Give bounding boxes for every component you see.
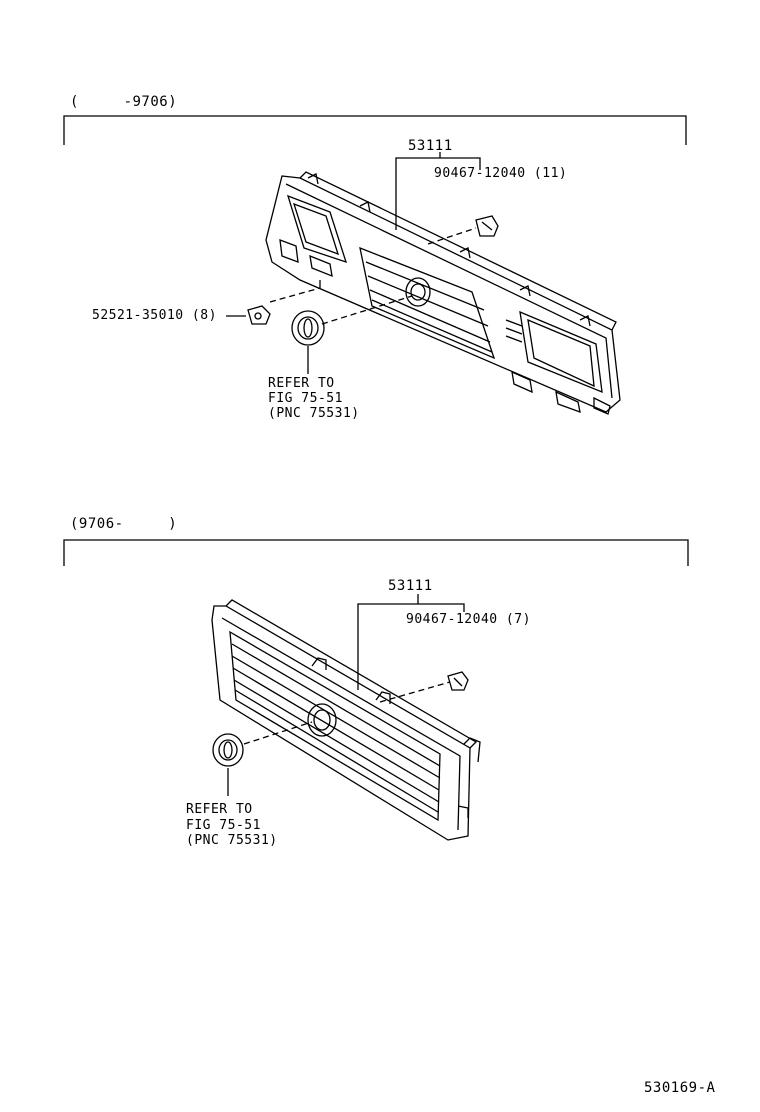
bottom-part-grille-label: 53111 [388,578,433,594]
bottom-range-label: (9706- ) [70,516,178,532]
bottom-leaders [227,594,465,796]
top-range-label: ( -9706) [70,94,178,110]
top-grille-assembly [265,171,621,415]
bottom-grille-assembly [211,599,481,841]
top-leaders [226,152,481,374]
top-refer-line3: (PNC 75531) [268,406,360,421]
bottom-refer-line1: REFER TO [186,802,253,817]
bottom-part-clip-label: 90467-12040 (7) [406,612,531,627]
top-part-grille-label: 53111 [408,138,453,154]
top-part-clip-label: 90467-12040 (11) [434,166,568,181]
bottom-refer-line2: FIG 75-51 [186,818,261,833]
bottom-emblem-part [212,733,244,767]
bottom-section-bracket [63,539,689,566]
top-retainer-part [247,305,271,325]
top-emblem-part [291,310,325,346]
top-refer-line2: FIG 75-51 [268,391,343,406]
bottom-refer-line3: (PNC 75531) [186,833,278,848]
top-clip-part [475,215,499,237]
top-part-retainer-label: 52521-35010 (8) [92,308,217,323]
figure-id-label: 530169-A [644,1080,716,1096]
top-section-bracket [63,115,687,145]
bottom-clip-part [447,671,469,691]
top-refer-line1: REFER TO [268,376,335,391]
